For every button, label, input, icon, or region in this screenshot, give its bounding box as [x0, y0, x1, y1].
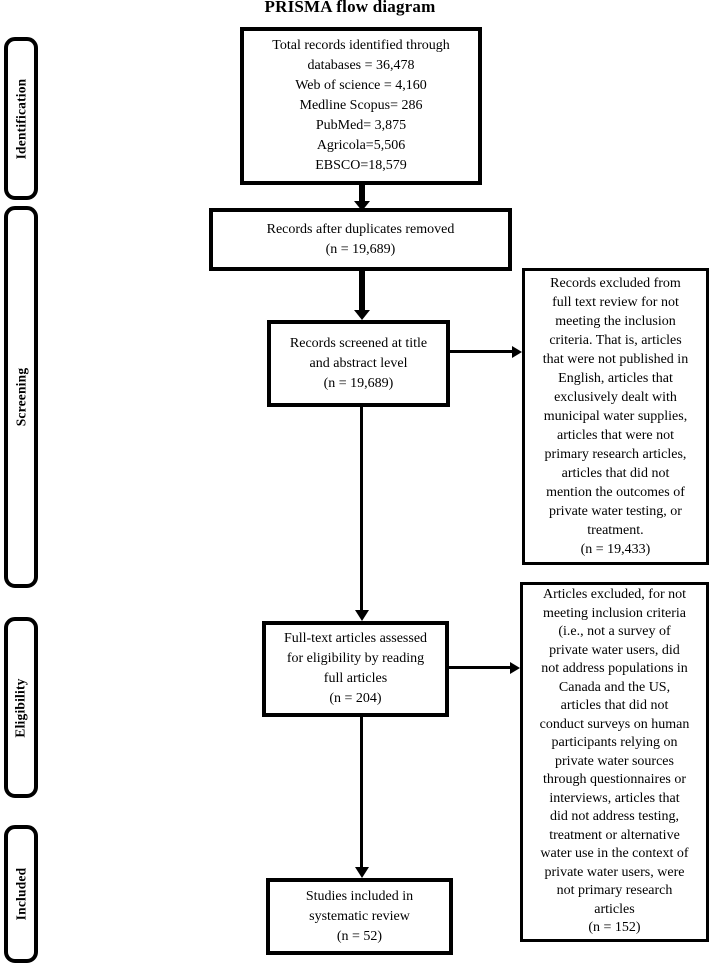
box-records-identified: Total records identified through databas… [240, 27, 482, 185]
box-records-excluded: Records excluded from full text review f… [522, 268, 709, 565]
box-articles-excluded: Articles excluded, for not meeting inclu… [520, 582, 709, 942]
stage-identification: Identification [4, 37, 38, 200]
diagram-title: PRISMA flow diagram [264, 0, 436, 16]
arrow-shaft [360, 407, 363, 611]
stage-eligibility: Eligibility [4, 617, 38, 798]
arrow-shaft [450, 350, 513, 353]
box-studies-included-text: Studies included in systematic review (n… [305, 888, 414, 944]
box-fulltext-assessed-text: Full-text articles assessed for eligibil… [283, 631, 428, 706]
stage-included-label: Included [13, 867, 28, 921]
arrow-shaft [360, 717, 363, 868]
box-records-screened-text: Records screened at title and abstract l… [289, 335, 428, 391]
box-articles-excluded-text: Articles excluded, for not meeting inclu… [539, 587, 690, 936]
arrow-down-icon [354, 201, 370, 211]
arrow-down-icon [355, 610, 369, 621]
arrow-shaft [449, 666, 511, 669]
arrow-shaft [359, 271, 365, 311]
stage-identification-label: Identification [13, 78, 28, 159]
stage-included: Included [4, 825, 38, 963]
arrow-right-icon [510, 662, 520, 674]
arrow-down-icon [355, 867, 369, 878]
arrow-down-icon [354, 310, 370, 320]
box-records-excluded-text: Records excluded from full text review f… [542, 276, 689, 557]
box-studies-included: Studies included in systematic review (n… [266, 878, 453, 955]
stage-eligibility-label: Eligibility [13, 677, 28, 738]
arrow-shaft [359, 185, 365, 202]
stage-screening-label: Screening [13, 367, 28, 427]
box-records-identified-text: Total records identified through databas… [272, 38, 450, 173]
arrow-right-icon [512, 346, 522, 358]
box-records-screened: Records screened at title and abstract l… [267, 320, 450, 407]
box-duplicates-removed: Records after duplicates removed (n = 19… [209, 208, 512, 271]
box-duplicates-removed-text: Records after duplicates removed (n = 19… [266, 221, 455, 257]
stage-screening: Screening [4, 206, 38, 588]
box-fulltext-assessed: Full-text articles assessed for eligibil… [262, 621, 449, 717]
